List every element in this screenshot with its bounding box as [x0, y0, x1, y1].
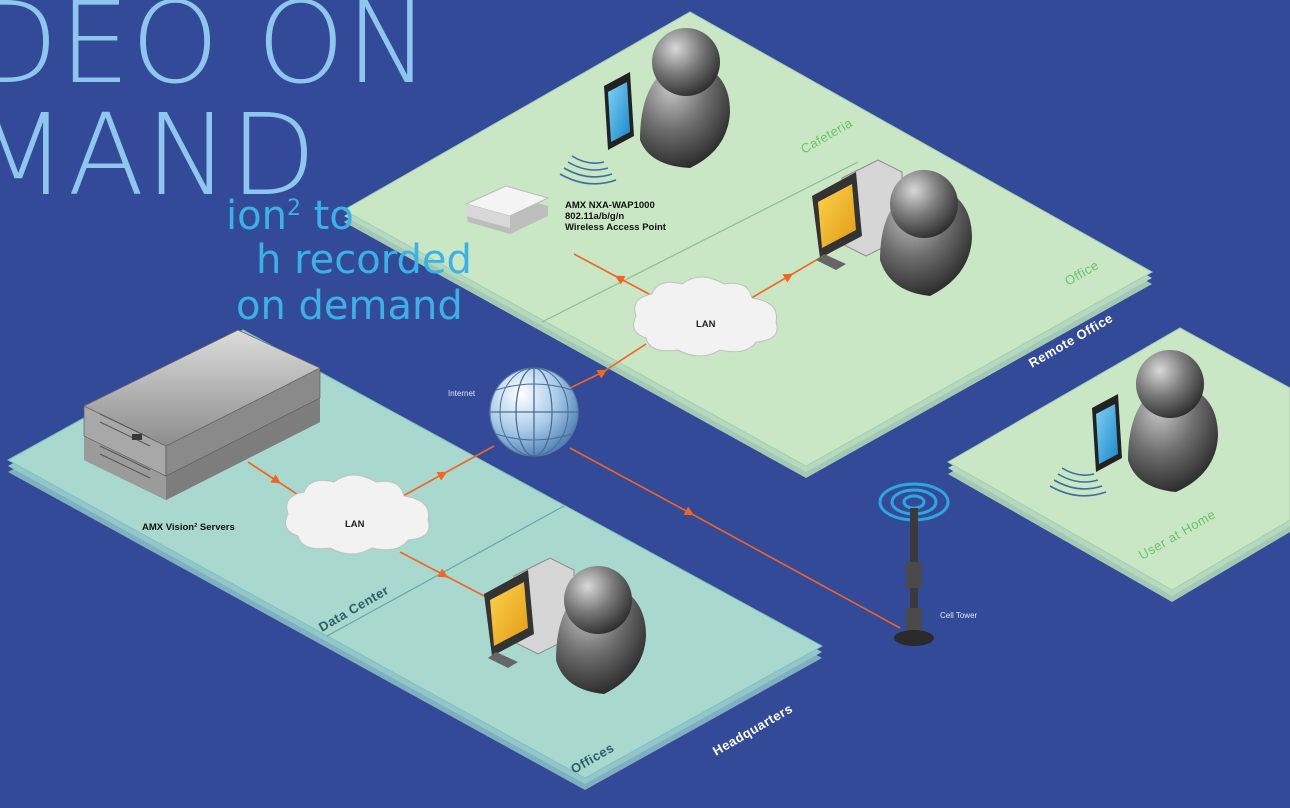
link-internet-cell-tower	[569, 447, 901, 629]
link-lan-office-desktop	[399, 551, 489, 599]
cafeteria-user	[559, 28, 730, 185]
office-desktop-user	[484, 557, 646, 694]
lan-label-remote: LAN	[696, 319, 716, 330]
tablet-icon	[604, 72, 634, 150]
servers-label: AMX Vision² Servers	[142, 522, 235, 533]
internet-label: Internet	[448, 389, 476, 398]
remote-desktop-user	[812, 159, 972, 296]
wireless-access-point-icon	[464, 185, 550, 234]
link-lan-internet	[391, 445, 495, 503]
subheadline-line3: on demand	[236, 283, 463, 329]
wap-label-line3: Wireless Access Point	[565, 222, 667, 233]
link-lan-wap	[573, 253, 665, 303]
wifi-waves-icon	[1049, 467, 1107, 497]
person-icon	[880, 170, 972, 296]
cloud-icon	[285, 474, 430, 555]
remote-office-platform	[342, 11, 1154, 478]
wifi-waves-icon	[559, 155, 617, 185]
globe-icon	[489, 367, 579, 457]
subheadline-line1: ion2 to	[226, 196, 354, 236]
subheadline-line1-sup: 2	[286, 196, 301, 221]
person-icon	[1128, 350, 1218, 492]
wap-label-line1: AMX NXA-WAP1000	[565, 200, 655, 211]
subheadline-line1-a: ion	[226, 193, 287, 239]
person-icon	[640, 28, 730, 168]
cloud-icon	[633, 276, 778, 357]
network-links	[247, 251, 901, 629]
subheadline-line2: h recorded	[256, 237, 472, 283]
home-user	[1049, 350, 1218, 497]
cell-tower-icon	[878, 482, 950, 646]
cell-tower-label: Cell Tower	[940, 611, 978, 620]
wap-label-line2: 802.11a/b/g/n	[565, 211, 624, 222]
desktop-computer-icon	[812, 159, 903, 270]
headline-line2: MAND	[0, 91, 318, 221]
lan-label-hq: LAN	[345, 519, 365, 530]
rack-server-icon	[83, 329, 321, 500]
subheadline-line1-b: to	[300, 193, 354, 239]
link-internet-remote-lan	[569, 343, 647, 389]
person-icon	[556, 566, 646, 694]
headline-line1: DEO ON	[0, 0, 431, 109]
tablet-icon	[1092, 394, 1122, 472]
